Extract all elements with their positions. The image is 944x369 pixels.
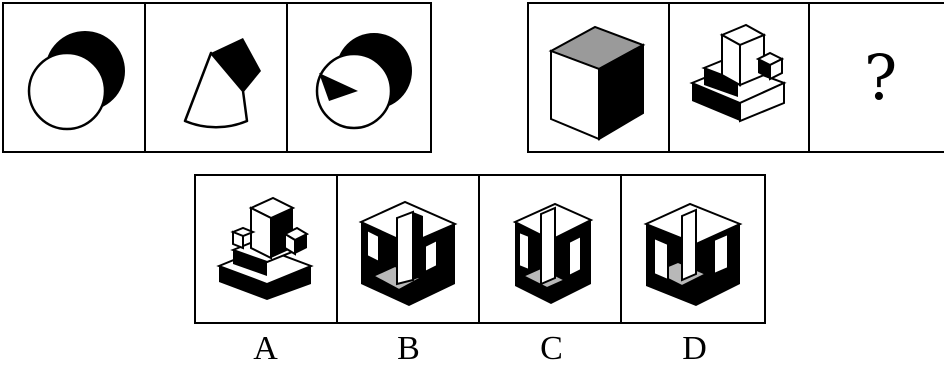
option-labels: A B C D (194, 329, 766, 369)
pacman-circle-figure-3 (288, 4, 430, 151)
answer-options-row (194, 174, 766, 324)
sector-figure-2 (146, 4, 288, 151)
option-label-d: D (682, 330, 707, 367)
option-b-figure[interactable] (338, 176, 480, 322)
question-mark-cell: ? (810, 4, 944, 151)
reference-row-circles (2, 2, 432, 153)
option-a-figure[interactable] (196, 176, 338, 322)
cube-figure-1 (529, 4, 670, 151)
option-label-c: C (540, 330, 563, 367)
question-mark: ? (864, 40, 898, 114)
reference-row-cubes: ? (527, 2, 944, 153)
option-c-figure[interactable] (480, 176, 622, 322)
option-label-b: B (397, 330, 420, 367)
option-d-figure[interactable] (622, 176, 764, 322)
stepped-block-figure-2 (670, 4, 811, 151)
circle-figure-1 (4, 4, 146, 151)
option-label-a: A (253, 330, 278, 367)
